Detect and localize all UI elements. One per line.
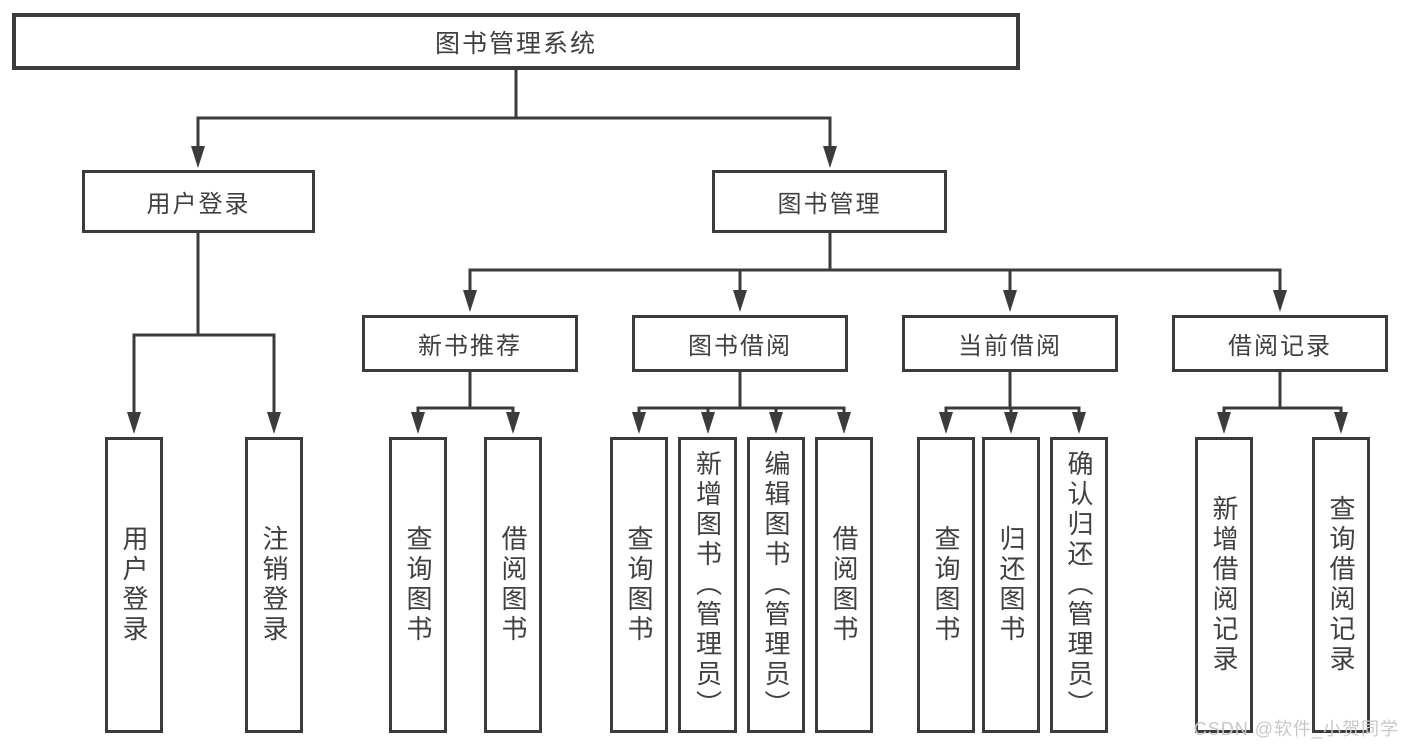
leaf-logout: 注销登录 bbox=[245, 437, 303, 733]
leaf-search-books-current: 查询图书 bbox=[917, 437, 975, 733]
arrow-down-icon bbox=[1334, 412, 1348, 434]
arrow-down-icon bbox=[267, 412, 281, 434]
node-book-borrowing: 图书借阅 bbox=[632, 315, 848, 372]
leaf-label: 编辑图书（管理员） bbox=[761, 450, 791, 720]
arrow-down-icon bbox=[769, 412, 783, 434]
arrow-down-icon bbox=[823, 146, 837, 168]
leaf-label: 查询借阅记录 bbox=[1326, 495, 1356, 675]
arrow-down-icon bbox=[837, 412, 851, 434]
leaf-label: 归还图书 bbox=[996, 525, 1026, 645]
leaf-add-borrow-record: 新增借阅记录 bbox=[1195, 437, 1253, 733]
leaf-label: 用户登录 bbox=[119, 525, 149, 645]
leaf-search-books-borrowing: 查询图书 bbox=[610, 437, 668, 733]
leaf-add-books-admin: 新增图书（管理员） bbox=[678, 437, 737, 733]
arrow-down-icon bbox=[1004, 412, 1018, 434]
node-borrowing-records: 借阅记录 bbox=[1172, 315, 1388, 372]
leaf-label: 借阅图书 bbox=[829, 525, 859, 645]
node-new-book-recommendation: 新书推荐 bbox=[362, 315, 578, 372]
arrow-down-icon bbox=[939, 412, 953, 434]
arrow-down-icon bbox=[1003, 290, 1017, 312]
leaf-return-books: 归还图书 bbox=[982, 437, 1040, 733]
leaf-label: 借阅图书 bbox=[498, 525, 528, 645]
arrow-down-icon bbox=[191, 146, 205, 168]
leaf-edit-books-admin: 编辑图书（管理员） bbox=[747, 437, 805, 733]
leaf-user-login: 用户登录 bbox=[105, 437, 163, 733]
arrow-down-icon bbox=[1217, 412, 1231, 434]
leaf-search-books-recommend: 查询图书 bbox=[389, 437, 447, 733]
leaf-label: 查询图书 bbox=[931, 525, 961, 645]
node-current-borrowing: 当前借阅 bbox=[902, 315, 1118, 372]
arrow-down-icon bbox=[411, 412, 425, 434]
leaf-label: 新增借阅记录 bbox=[1209, 495, 1239, 675]
leaf-borrow-books-borrowing: 借阅图书 bbox=[815, 437, 873, 733]
arrow-down-icon bbox=[506, 412, 520, 434]
arrow-down-icon bbox=[1273, 290, 1287, 312]
arrow-down-icon bbox=[733, 290, 747, 312]
leaf-confirm-return-admin: 确认归还（管理员） bbox=[1050, 437, 1108, 733]
arrow-down-icon bbox=[701, 412, 715, 434]
leaf-label: 注销登录 bbox=[259, 525, 289, 645]
node-user-login: 用户登录 bbox=[82, 170, 315, 233]
node-book-management: 图书管理 bbox=[712, 170, 947, 233]
arrow-down-icon bbox=[127, 412, 141, 434]
arrow-down-icon bbox=[463, 290, 477, 312]
leaf-borrow-books-recommend: 借阅图书 bbox=[484, 437, 542, 733]
leaf-label: 查询图书 bbox=[624, 525, 654, 645]
leaf-label: 查询图书 bbox=[403, 525, 433, 645]
arrow-down-icon bbox=[1072, 412, 1086, 434]
leaf-search-borrow-record: 查询借阅记录 bbox=[1312, 437, 1370, 733]
node-library-management-system: 图书管理系统 bbox=[12, 13, 1020, 70]
leaf-label: 确认归还（管理员） bbox=[1064, 450, 1094, 720]
leaf-label: 新增图书（管理员） bbox=[692, 450, 723, 720]
arrow-down-icon bbox=[632, 412, 646, 434]
watermark: CSDN @软件_小贺同学 bbox=[1193, 719, 1399, 739]
